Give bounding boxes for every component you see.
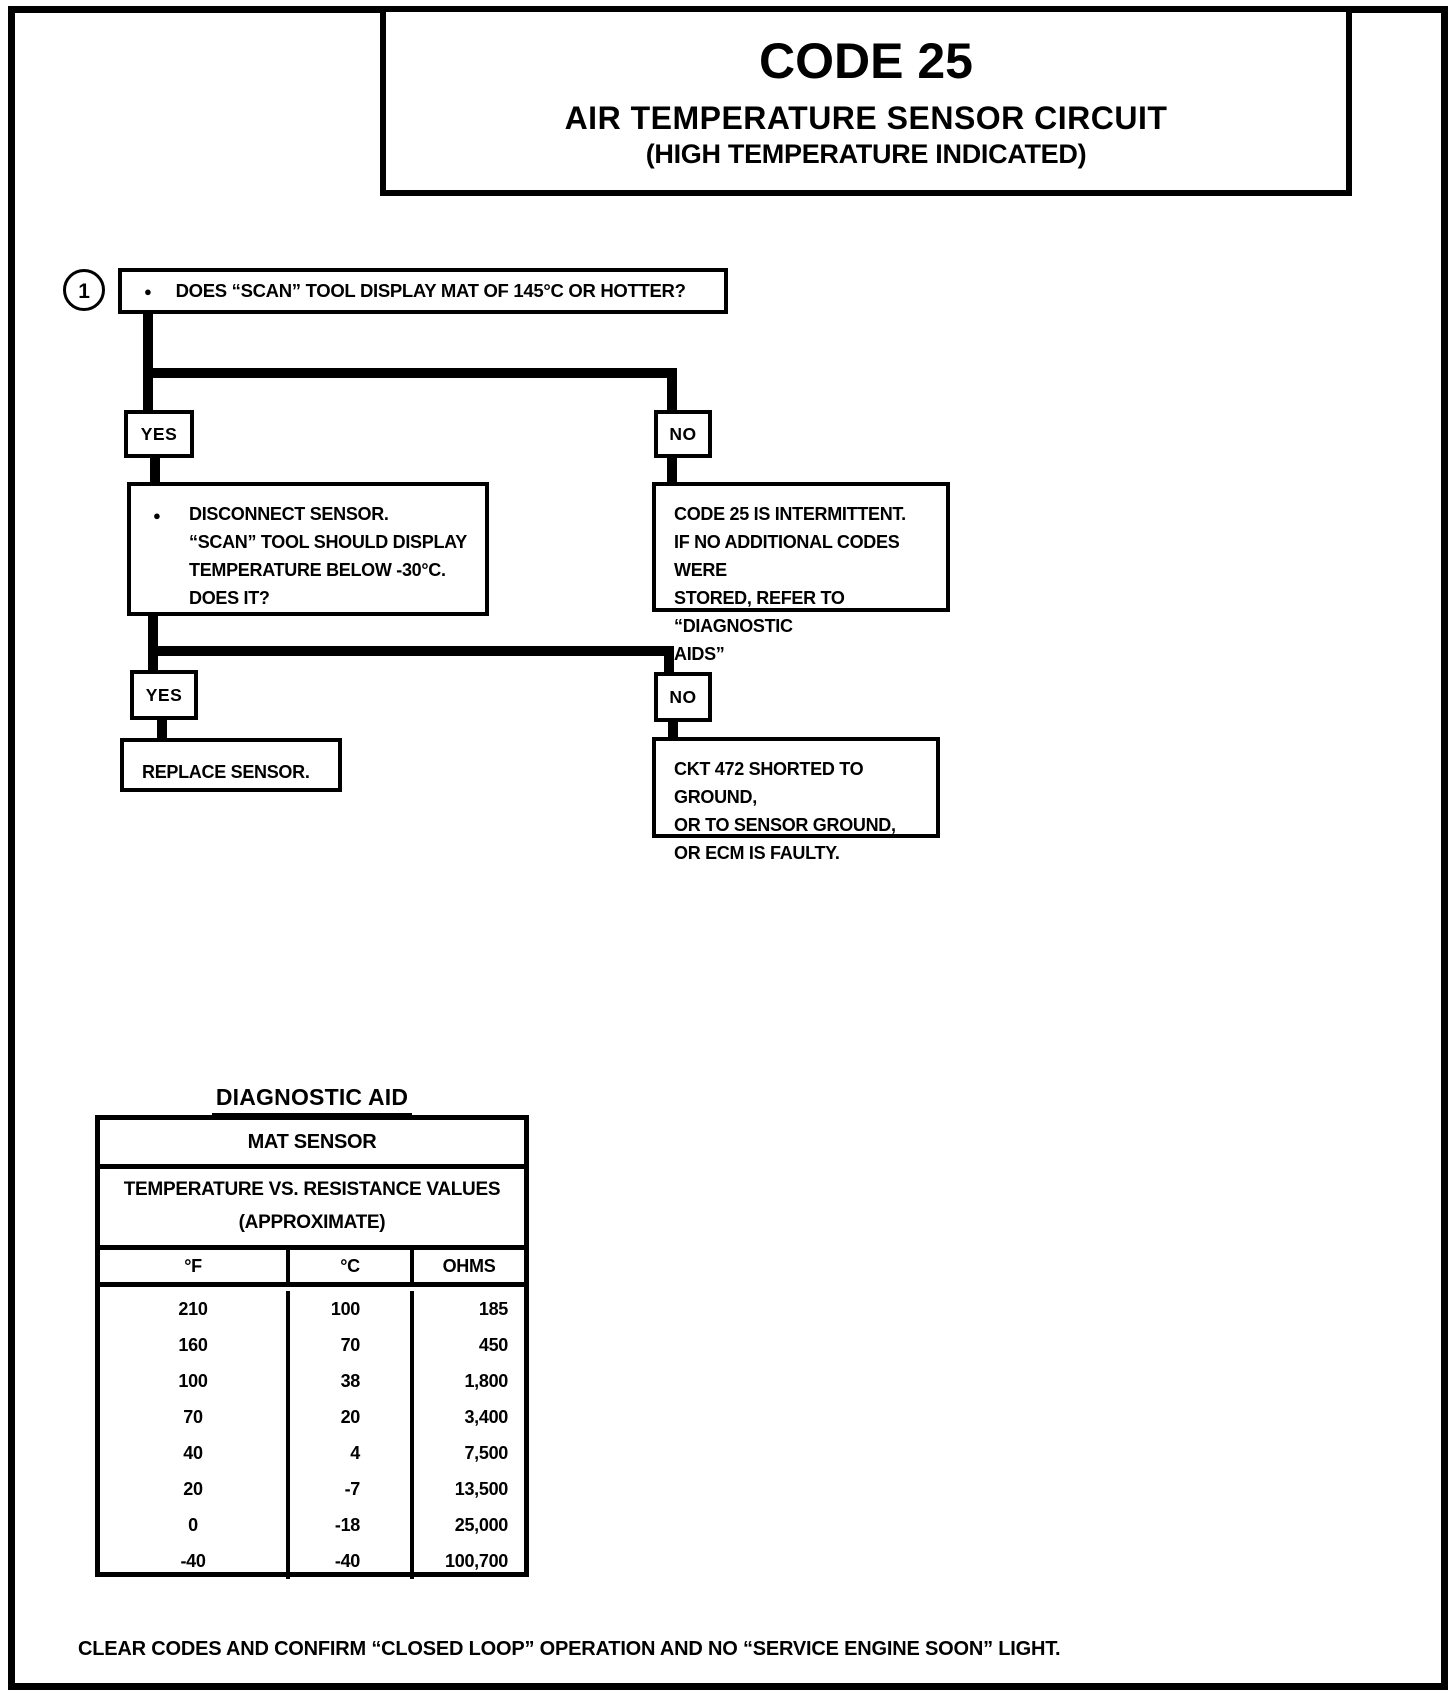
bullet-icon: ●	[144, 283, 152, 299]
connector-drop-no-2	[664, 646, 674, 674]
step-number-badge: 1	[63, 269, 105, 311]
table-header-row: °F °C OHMS	[100, 1250, 524, 1287]
no-label-2: NO	[654, 672, 712, 722]
table-cell: 450	[478, 1334, 508, 1355]
bullet-icon: ●	[153, 508, 161, 523]
table-cell: 25,000	[454, 1514, 509, 1535]
disconnect-line: TEMPERATURE BELOW -30°C.	[189, 560, 446, 580]
table-cell: -18	[290, 1507, 414, 1543]
connector-stem-2	[148, 616, 158, 672]
disconnect-line: “SCAN” TOOL SHOULD DISPLAY	[189, 532, 467, 552]
table-cell: -7	[290, 1471, 414, 1507]
table-cell: 0	[100, 1507, 290, 1543]
table-subtitle-line: TEMPERATURE VS. RESISTANCE VALUES	[123, 1179, 501, 1200]
table-cell: 3,400	[464, 1406, 508, 1427]
intermittent-box: CODE 25 IS INTERMITTENT. IF NO ADDITIONA…	[652, 482, 950, 664]
table-cell: -40	[290, 1543, 414, 1579]
connector-yes1-stem	[150, 458, 160, 484]
question-text: DOES “SCAN” TOOL DISPLAY MAT OF 145°C OR…	[175, 280, 686, 301]
table-cell: 185	[478, 1298, 508, 1319]
table-cell: 210	[100, 1291, 290, 1327]
table-cell: 100	[290, 1291, 414, 1327]
table-cell: 160	[100, 1327, 290, 1363]
table-cell: 20	[100, 1471, 290, 1507]
yes-label-2: YES	[130, 670, 198, 720]
table-cell: 1,800	[464, 1370, 508, 1391]
intermittent-line: IF NO ADDITIONAL CODES WERE	[674, 532, 900, 580]
no-label-1: NO	[654, 410, 712, 458]
intermittent-line: CODE 25 IS INTERMITTENT.	[674, 504, 906, 524]
diagnostic-aid-section: DIAGNOSTIC AID	[95, 1084, 529, 1116]
table-cell: 40	[100, 1435, 290, 1471]
table-row: 70 20 3,400	[100, 1399, 524, 1435]
table-cell: 13,500	[454, 1478, 509, 1499]
table-cell: 100,700	[445, 1550, 508, 1571]
connector-no2-stem	[668, 722, 678, 739]
table-subtitle-line: (APPROXIMATE)	[238, 1212, 386, 1233]
disconnect-line: DISCONNECT SENSOR.	[189, 504, 389, 524]
column-header: °F	[100, 1250, 290, 1282]
table-subtitle: TEMPERATURE VS. RESISTANCE VALUES (APPRO…	[100, 1169, 524, 1250]
page-subtitle: AIR TEMPERATURE SENSOR CIRCUIT	[564, 100, 1168, 136]
connector-drop-no-1	[667, 368, 677, 412]
table-title: MAT SENSOR	[100, 1120, 524, 1169]
disconnect-sensor-box: ● DISCONNECT SENSOR. “SCAN” TOOL SHOULD …	[127, 482, 489, 616]
connector-bar-2	[148, 646, 674, 656]
column-header: °C	[290, 1250, 414, 1282]
yes-label-1: YES	[124, 410, 194, 458]
table-cell: 38	[290, 1363, 414, 1399]
connector-bar-1	[143, 368, 677, 378]
connector-no1-stem	[667, 458, 677, 484]
table-cell: 100	[100, 1363, 290, 1399]
page-title: CODE 25	[759, 33, 973, 89]
table-row: 40 4 7,500	[100, 1435, 524, 1471]
table-row: 100 38 1,800	[100, 1363, 524, 1399]
footer-instruction: CLEAR CODES AND CONFIRM “CLOSED LOOP” OP…	[78, 1638, 1061, 1660]
table-row: 0 -18 25,000	[100, 1507, 524, 1543]
ckt-line: OR TO SENSOR GROUND,	[674, 815, 896, 835]
column-header: OHMS	[442, 1255, 496, 1276]
intermittent-line: AIDS”	[674, 644, 725, 664]
intermittent-line: STORED, REFER TO “DIAGNOSTIC	[674, 588, 845, 636]
table-cell: 70	[100, 1399, 290, 1435]
table-row: 160 70 450	[100, 1327, 524, 1363]
mat-sensor-table: MAT SENSOR TEMPERATURE VS. RESISTANCE VA…	[95, 1115, 529, 1579]
ckt-line: CKT 472 SHORTED TO GROUND,	[674, 759, 864, 807]
table-cell: -40	[100, 1543, 290, 1579]
table-cell: 7,500	[464, 1442, 508, 1463]
ckt-fault-box: CKT 472 SHORTED TO GROUND, OR TO SENSOR …	[652, 737, 940, 863]
disconnect-line: DOES IT?	[189, 588, 270, 608]
table-row: -40 -40 100,700	[100, 1543, 524, 1579]
table-cell: 20	[290, 1399, 414, 1435]
replace-sensor-box: REPLACE SENSOR.	[120, 738, 342, 792]
ckt-line: OR ECM IS FAULTY.	[674, 843, 840, 863]
connector-yes2-stem	[157, 720, 167, 740]
table-row: 20 -7 13,500	[100, 1471, 524, 1507]
page-subtitle-2: (HIGH TEMPERATURE INDICATED)	[645, 139, 1087, 169]
question-box: ● DOES “SCAN” TOOL DISPLAY MAT OF 145°C …	[118, 268, 728, 314]
title-block: CODE 25 AIR TEMPERATURE SENSOR CIRCUIT (…	[380, 6, 1352, 196]
replace-line: REPLACE SENSOR.	[142, 762, 310, 782]
table-row: 210 100 185	[100, 1291, 524, 1327]
connector-stem-1	[143, 312, 153, 412]
table-cell: 4	[290, 1435, 414, 1471]
table-cell: 70	[290, 1327, 414, 1363]
diagnostic-aid-heading: DIAGNOSTIC AID	[211, 1084, 413, 1116]
